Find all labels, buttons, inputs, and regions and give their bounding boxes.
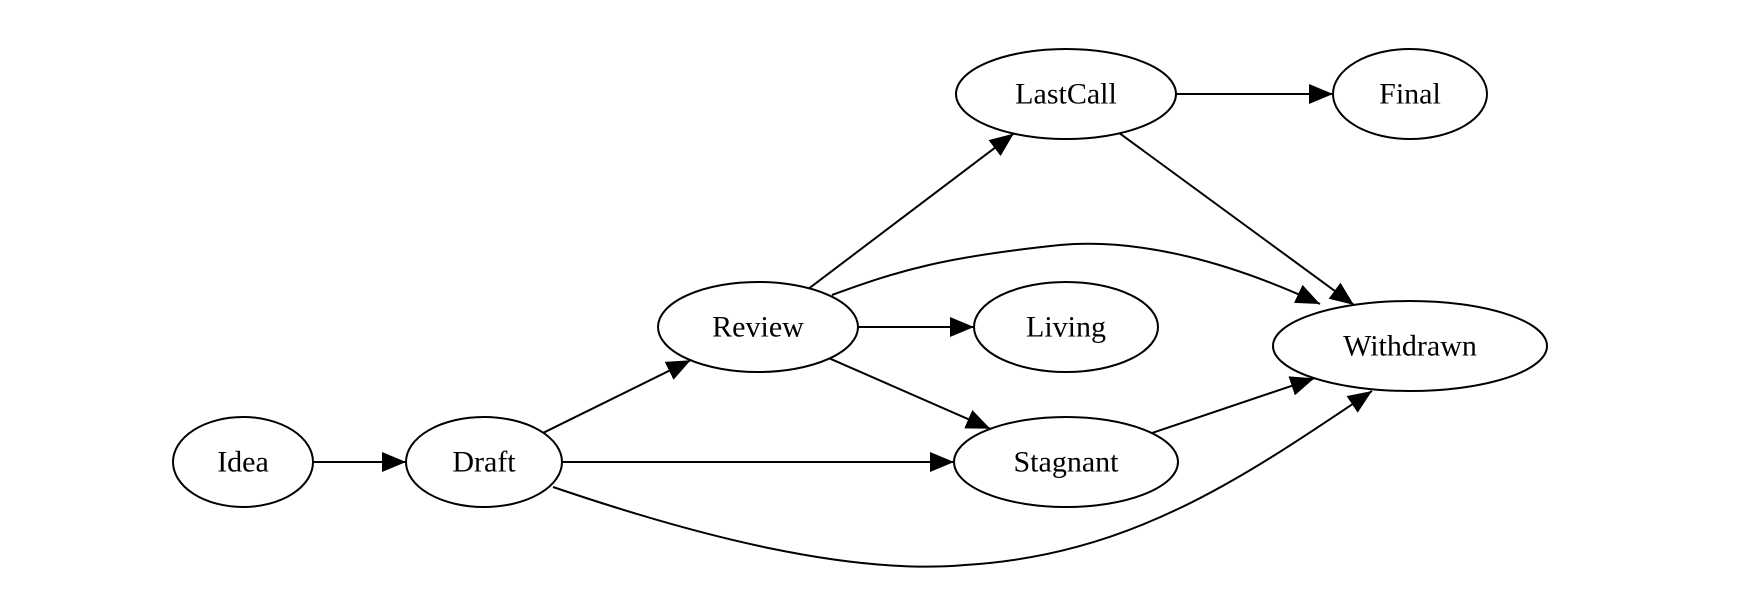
node-stagnant-label: Stagnant [1014, 446, 1120, 479]
node-idea-ellipse [172, 416, 314, 508]
edge-stagnant-withdrawn [1151, 376, 1315, 435]
edge-lastcall-withdrawn [1119, 132, 1355, 306]
edge-review-lastcall [783, 132, 1015, 311]
node-idea-label: Idea [217, 446, 269, 479]
node-lastcall-label: LastCall [1015, 78, 1117, 111]
nodes: Idea Draft Review Living LastCall FinalStagna… [172, 48, 1548, 508]
edge-review-withdrawn [831, 242, 1321, 305]
node-living: Living [973, 281, 1159, 373]
edge-draft-review [542, 359, 692, 434]
edge-draft-withdrawn [552, 390, 1373, 568]
node-lastcall-ellipse [955, 48, 1177, 140]
edges [313, 84, 1373, 568]
node-stagnant: Stagnant [953, 416, 1179, 508]
node-idea: Idea [172, 416, 314, 508]
node-draft-ellipse [405, 416, 563, 508]
node-review-label: Review [712, 311, 804, 344]
node-draft: Draft [405, 416, 563, 508]
node-review: Review [657, 281, 859, 373]
node-final-ellipse [1332, 48, 1488, 140]
node-withdrawn-ellipse [1272, 300, 1548, 392]
node-review-ellipse [657, 281, 859, 373]
node-living-label: Living [1026, 311, 1106, 344]
node-final: Final [1332, 48, 1488, 140]
node-withdrawn: Withdrawn [1272, 300, 1548, 392]
edge-review-stagnant [829, 357, 991, 430]
node-living-ellipse [973, 281, 1159, 373]
node-draft-label: Draft [452, 446, 516, 479]
node-withdrawn-label: Withdrawn [1343, 330, 1477, 363]
node-lastcall: LastCall [955, 48, 1177, 140]
node-final-label: Final [1379, 78, 1441, 111]
node-stagnant-ellipse [953, 416, 1179, 508]
